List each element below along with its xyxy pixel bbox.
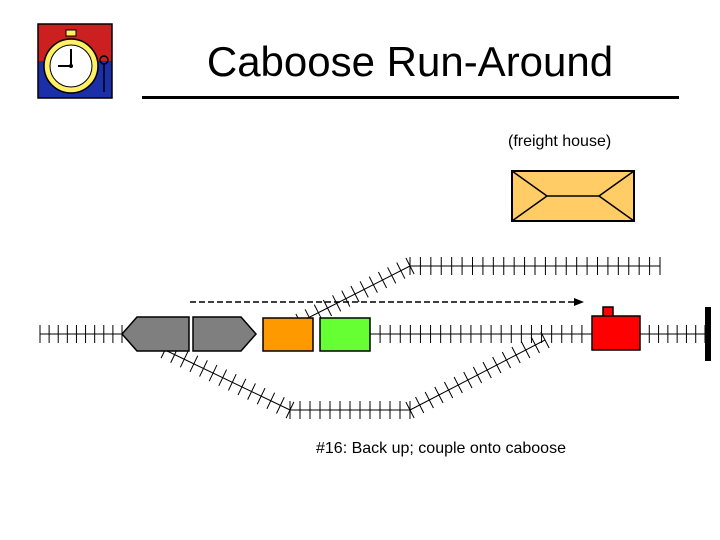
move-arrow xyxy=(190,298,584,306)
freight-house xyxy=(511,170,635,222)
locomotive-lead-unit xyxy=(120,316,190,352)
stopwatch-logo xyxy=(37,23,113,99)
title-underline xyxy=(142,96,679,99)
siding-lead-track xyxy=(295,257,415,331)
track-bumper xyxy=(705,307,711,361)
mainline-track-center xyxy=(369,325,593,343)
runaround-east-curve xyxy=(405,331,550,419)
runaround-west-curve xyxy=(160,341,295,419)
runaround-track xyxy=(289,401,411,419)
caboose xyxy=(591,306,641,351)
mainline-track-east xyxy=(639,325,706,343)
step-caption: #16: Back up; couple onto caboose xyxy=(316,440,566,457)
locomotive-second-unit xyxy=(192,316,258,352)
boxcar-orange xyxy=(262,317,314,352)
freight-house-label: (freight house) xyxy=(508,133,612,150)
freight-house-siding xyxy=(409,257,661,275)
boxcar-green xyxy=(319,317,371,352)
stopwatch-icon xyxy=(43,29,99,94)
lantern-icon xyxy=(99,55,109,92)
mainline-track-west xyxy=(39,325,123,343)
slide-title: Caboose Run-Around xyxy=(206,38,614,85)
